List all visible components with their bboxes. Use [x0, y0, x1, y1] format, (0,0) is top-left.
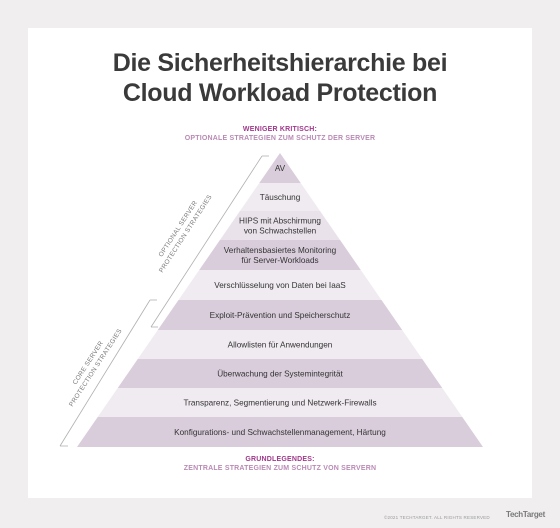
pyramid-level-5 — [178, 270, 382, 300]
top-note-subtitle: OPTIONALE STRATEGIEN ZUM SCHUTZ DER SERV… — [184, 135, 376, 142]
bottom-note-subtitle: ZENTRALE STRATEGIEN ZUM SCHUTZ VON SERVE… — [183, 465, 377, 472]
pyramid-level-10 — [77, 417, 483, 447]
pyramid-level-7 — [137, 330, 423, 359]
pyramid-level-3-label: HIPS mit Abschirmung — [239, 217, 321, 226]
pyramid-level-9-label: Transparenz, Segmentierung und Netzwerk-… — [183, 399, 376, 408]
pyramid-level-6 — [157, 300, 403, 330]
pyramid-level-4-label: Verhaltensbasiertes Monitoring — [224, 246, 337, 255]
optional-strategies-bracket — [150, 155, 269, 328]
pyramid-level-8 — [117, 359, 443, 388]
pyramid-level-9 — [97, 388, 463, 417]
copyright-footer: ©2021 TECHTARGET. ALL RIGHTS RESERVED — [384, 515, 490, 520]
bottom-note: GRUNDLEGENDES: ZENTRALE STRATEGIEN ZUM S… — [0, 455, 560, 473]
bottom-note-heading: GRUNDLEGENDES: — [245, 456, 315, 463]
page-title: Die Sicherheitshierarchie bei Cloud Work… — [0, 48, 560, 108]
pyramid-level-6-label: Exploit-Prävention und Speicherschutz — [210, 311, 351, 320]
pyramid-level-1-label: AV — [275, 164, 286, 173]
pyramid-level-4-label: für Server-Workloads — [241, 256, 318, 265]
pyramid-level-1 — [259, 153, 301, 183]
techtarget-logo: TechTarget — [506, 510, 545, 519]
title-line-1: Die Sicherheitshierarchie bei — [112, 49, 448, 77]
pyramid-level-8-label: Überwachung der Systemintegrität — [217, 369, 343, 379]
title-line-2: Cloud Workload Protection — [122, 79, 438, 107]
core-strategies-bracket — [59, 299, 157, 447]
top-note: WENIGER KRITISCH: OPTIONALE STRATEGIEN Z… — [0, 125, 560, 143]
pyramid-level-2-label: Täuschung — [260, 193, 301, 202]
pyramid-level-3 — [219, 211, 341, 240]
pyramid-level-5-label: Verschlüsselung von Daten bei IaaS — [214, 281, 346, 290]
pyramid-level-2 — [239, 183, 321, 211]
optional-side-label: OPTIONAL SERVER PROTECTION STRATEGIES — [158, 193, 214, 274]
pyramid-bands — [77, 153, 483, 447]
pyramid-level-7-label: Allowlisten für Anwendungen — [228, 341, 333, 350]
pyramid-level-4 — [199, 240, 361, 270]
pyramid-level-3-label: von Schwachstellen — [244, 227, 317, 236]
pyramid-level-10-label: Konfigurations- und Schwachstellenmanage… — [174, 428, 386, 437]
top-note-heading: WENIGER KRITISCH: — [242, 126, 318, 133]
